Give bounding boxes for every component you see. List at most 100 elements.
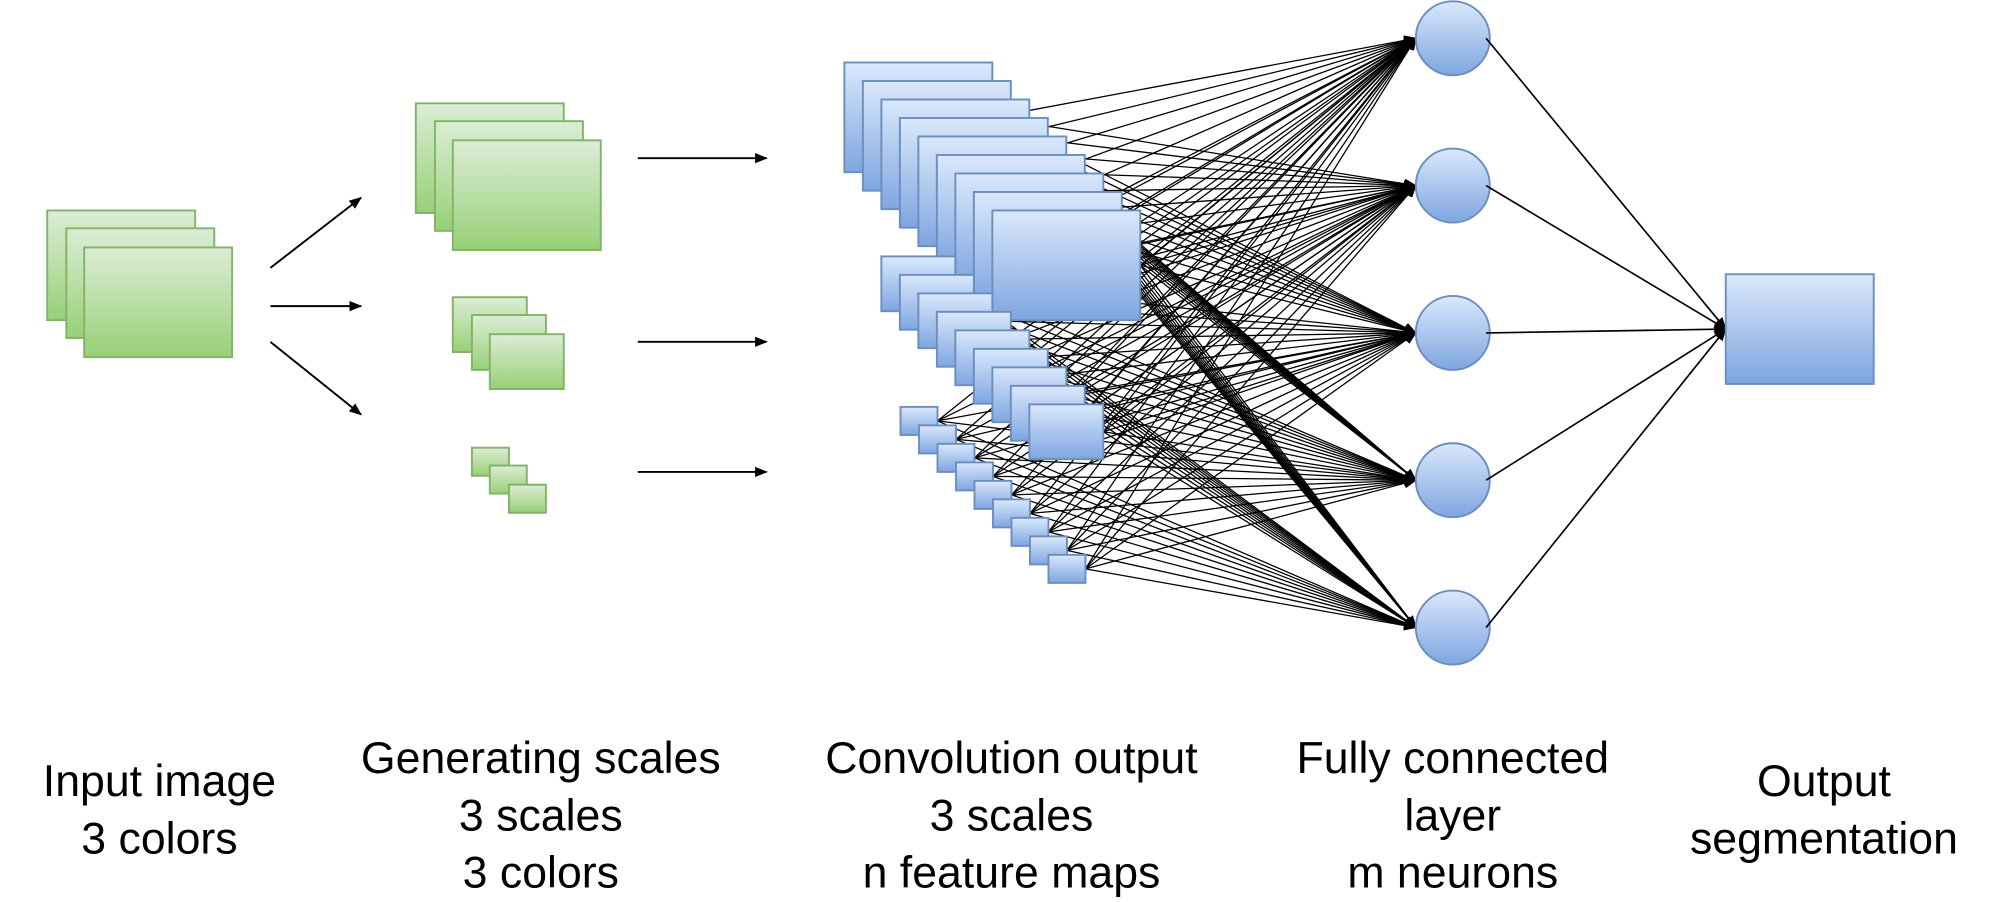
fc-connection xyxy=(1066,549,1418,631)
neuron-3 xyxy=(1414,294,1491,371)
fc-connection xyxy=(1065,37,1417,396)
scale-branch-arrow-3 xyxy=(269,341,362,416)
fc-connection xyxy=(1084,184,1417,570)
feature-map-scale-2-9 xyxy=(1028,403,1105,461)
caption-input-image: Input image 3 colors xyxy=(26,753,294,868)
caption-output-line-1: Output xyxy=(1756,756,1891,807)
shapes-group xyxy=(46,0,1875,666)
output-connection-1 xyxy=(1485,37,1727,331)
fc-connection xyxy=(1065,394,1417,629)
fc-connection xyxy=(992,35,1418,118)
input-channel-3 xyxy=(83,246,234,359)
fc-connection xyxy=(1048,184,1417,533)
scale-1-channel-3 xyxy=(451,139,602,251)
neuron-1 xyxy=(1414,0,1491,77)
fc-connection xyxy=(1048,476,1418,533)
fc-connection xyxy=(1047,184,1417,377)
fc-connection xyxy=(1029,512,1418,630)
caption-generating-scales: Generating scales 3 scales 3 colors xyxy=(335,730,746,902)
fc-connection xyxy=(1140,183,1418,266)
fc-connection xyxy=(1085,332,1417,570)
fc-connection xyxy=(1139,264,1417,482)
fc-connection xyxy=(974,457,1418,485)
fc-connection xyxy=(1047,172,1418,191)
fc-connection xyxy=(1047,37,1417,533)
fc-connection xyxy=(1048,332,1417,533)
caption-output-line-2: segmentation xyxy=(1689,813,1958,864)
scale-3-channel-3 xyxy=(507,483,547,514)
fc-connection xyxy=(1085,478,1418,570)
caption-scales-line-2: 3 scales xyxy=(458,790,623,841)
fc-connection xyxy=(1066,37,1417,551)
feature-map-scale-1-9 xyxy=(991,209,1142,322)
fc-connection xyxy=(1102,431,1417,629)
fc-connection xyxy=(1066,477,1418,552)
fc-connection xyxy=(1084,412,1417,629)
output-connection-3 xyxy=(1486,324,1728,335)
fc-connection xyxy=(1029,476,1418,515)
fc-connection xyxy=(1085,568,1418,631)
fc-connection xyxy=(1011,332,1417,496)
fc-connection xyxy=(1103,227,1418,335)
neuron-4 xyxy=(1414,442,1491,519)
output-connection-5 xyxy=(1485,328,1727,629)
fc-connection xyxy=(992,475,1418,629)
fc-connection xyxy=(1048,531,1418,630)
fc-connection xyxy=(1066,180,1418,192)
caption-input-line-1: Input image xyxy=(42,756,277,807)
fc-connection xyxy=(1029,36,1418,155)
fc-connection xyxy=(1010,35,1418,137)
caption-conv-line-3: n feature maps xyxy=(862,848,1161,898)
fc-connection xyxy=(1029,185,1417,359)
caption-fc-line-2: layer xyxy=(1404,790,1502,841)
caption-fc-line-1: Fully connected xyxy=(1296,733,1610,784)
fc-connection xyxy=(1103,331,1418,433)
scale-branch-arrow-1 xyxy=(269,196,362,269)
fc-connection xyxy=(1029,332,1417,514)
output-connection-2 xyxy=(1485,184,1727,330)
fc-connection xyxy=(1102,37,1417,433)
fc-connection xyxy=(1011,494,1418,629)
output-segmentation-box xyxy=(1724,273,1875,385)
fc-connection xyxy=(973,301,1417,481)
fc-connection xyxy=(1065,184,1417,396)
fc-connection xyxy=(992,320,1418,338)
fc-connection xyxy=(1103,431,1418,484)
fc-connection xyxy=(1066,37,1417,192)
caption-output-segmentation: Output segmentation xyxy=(1671,753,1977,868)
caption-fc-line-3: m neurons xyxy=(1347,848,1559,898)
fc-connection xyxy=(1029,153,1418,190)
fc-connection xyxy=(1066,332,1417,551)
caption-conv-line-1: Convolution output xyxy=(825,733,1198,784)
feature-map-scale-3-9 xyxy=(1047,553,1087,584)
fc-connection xyxy=(1011,475,1418,496)
fc-connection xyxy=(937,420,1417,629)
caption-fully-connected: Fully connected layer m neurons xyxy=(1276,730,1631,902)
caption-scales-line-3: 3 colors xyxy=(462,848,619,898)
fc-connection xyxy=(1010,338,1418,482)
fc-connection xyxy=(1084,37,1417,570)
fc-connection xyxy=(992,475,1418,486)
fc-connection xyxy=(974,457,1417,629)
fc-connection xyxy=(1121,246,1418,335)
fc-connection xyxy=(1047,37,1418,174)
scale-2-channel-3 xyxy=(488,333,565,390)
caption-convolution-output: Convolution output 3 scales n feature ma… xyxy=(801,730,1222,902)
caption-input-line-2: 3 colors xyxy=(81,813,238,864)
fc-connection xyxy=(1047,375,1418,483)
fc-connection xyxy=(1084,37,1417,211)
fc-connection xyxy=(954,283,1417,629)
caption-conv-line-2: 3 scales xyxy=(929,790,1094,841)
fc-connection xyxy=(1066,184,1417,551)
fc-connection xyxy=(1103,182,1418,229)
fc-connection xyxy=(1102,184,1417,433)
neuron-5 xyxy=(1414,589,1491,666)
output-connection-4 xyxy=(1485,328,1727,481)
caption-scales-line-1: Generating scales xyxy=(360,733,721,784)
fc-connection xyxy=(1084,412,1418,483)
fc-connection xyxy=(1029,328,1418,359)
neuron-2 xyxy=(1414,147,1491,224)
fc-connection xyxy=(1121,37,1417,248)
